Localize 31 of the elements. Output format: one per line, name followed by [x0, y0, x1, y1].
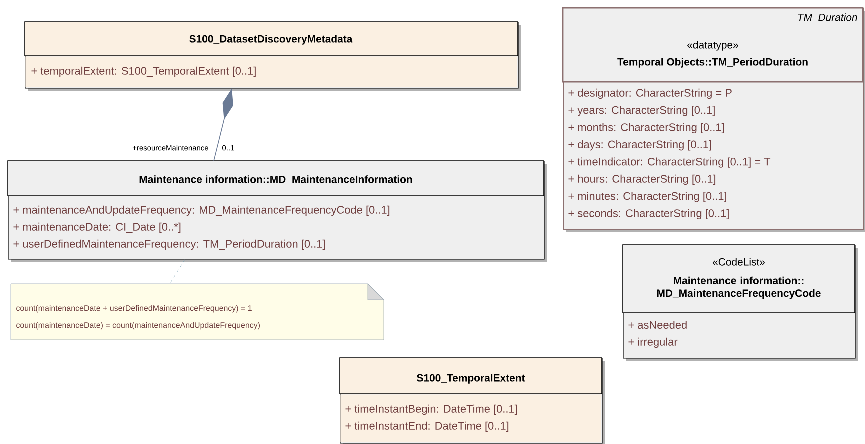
class-name: Maintenance information::MD_MaintenanceInformation	[140, 176, 412, 184]
attribute: + userDefinedMaintenanceFrequency: TM_PeriodDuration [0..1]	[14, 240, 325, 250]
attribute: + timeIndicator: CharacterString [0..1] = T	[568, 158, 771, 168]
attribute: + minutes: CharacterString [0..1]	[568, 192, 726, 202]
stereotype: «CodeList»	[712, 258, 766, 266]
attribute: + asNeeded	[628, 320, 687, 330]
supertype-name: TM_Duration	[798, 14, 858, 22]
class-name: Maintenance information:: MD_MaintenanceFrequencyCode	[657, 276, 821, 300]
attribute: + seconds: CharacterString [0..1]	[568, 209, 729, 220]
stereotype: «datatype»	[688, 41, 738, 51]
attribute: + timeInstantEnd: DateTime [0..1]	[346, 422, 509, 432]
association-line	[170, 260, 186, 284]
attribute: + months: CharacterString [0..1]	[568, 123, 724, 134]
class-box	[562, 7, 865, 232]
attribute: + designator: CharacterString = P	[568, 88, 732, 100]
class-box	[340, 358, 605, 444]
class-name: S100_DatasetDiscoveryMetadata	[190, 35, 353, 45]
class-box	[622, 244, 858, 361]
attribute: + days: CharacterString [0..1]	[568, 140, 712, 151]
class-name: S100_TemporalExtent	[417, 374, 526, 384]
attribute: + hours: CharacterString [0..1]	[568, 174, 716, 186]
class-name: Temporal Objects::TM_PeriodDuration	[618, 58, 808, 68]
attribute: + maintenanceAndUpdateFrequency: MD_MaintenanceFrequencyCode [0..1]	[14, 206, 390, 216]
attribute: + timeInstantBegin: DateTime [0..1]	[346, 404, 518, 416]
class-box	[8, 160, 547, 262]
attribute: + temporalExtent: S100_TemporalExtent [0..1]	[32, 66, 256, 78]
class-box	[24, 22, 521, 91]
attribute: + years: CharacterString [0..1]	[568, 106, 715, 116]
attribute: + maintenanceDate: CI_Date [0..*]	[14, 222, 181, 234]
note-box	[10, 284, 384, 340]
attribute: + irregular	[628, 338, 678, 348]
